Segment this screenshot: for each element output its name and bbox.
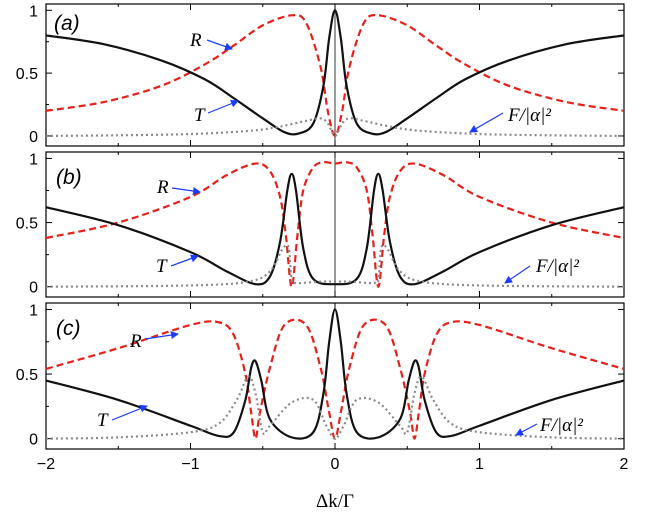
- curves: [45, 161, 625, 288]
- arrow-icon: [207, 99, 239, 114]
- annotation-T: T: [156, 254, 199, 277]
- arrow-icon: [515, 423, 538, 436]
- series-R-line: [45, 14, 625, 138]
- annotation-T: T: [97, 404, 148, 431]
- annotation-R: R: [156, 177, 201, 198]
- y-tick-label: 1: [29, 3, 38, 20]
- series-T-line: [45, 9, 625, 136]
- arrow-icon: [144, 331, 179, 340]
- annotation-F: F/|α|²: [504, 256, 579, 284]
- annotation-label: F/|α|²: [539, 415, 583, 436]
- annotation-label: R: [189, 30, 202, 51]
- panel-label: (b): [56, 166, 82, 189]
- series-T-line: [45, 308, 625, 440]
- annotation-label: T: [97, 410, 109, 431]
- annotation-R: R: [189, 30, 233, 51]
- ticks: 00.51: [16, 302, 625, 449]
- x-tick-label: −1: [181, 456, 199, 473]
- curves: [45, 9, 625, 138]
- x-tick-label: 2: [620, 456, 629, 473]
- arrow-icon: [504, 265, 531, 284]
- ticks: 00.51: [16, 3, 625, 146]
- annotation-label: T: [194, 105, 206, 126]
- plot-frame: [45, 302, 625, 450]
- curves: [45, 308, 625, 440]
- panel-a: 00.51 (a) R T F/|α|²: [16, 3, 625, 147]
- annotation-label: T: [156, 256, 168, 277]
- y-tick-label: 0.5: [16, 367, 38, 384]
- annotation-label: F/|α|²: [507, 105, 551, 126]
- annotation-T: T: [194, 99, 239, 126]
- arrow-icon: [206, 39, 233, 51]
- y-tick-label: 1: [29, 151, 38, 168]
- annotation-F: F/|α|²: [469, 105, 551, 133]
- y-tick-label: 0.5: [16, 66, 38, 83]
- arrow-icon: [171, 187, 201, 195]
- x-axis-label: Δk/Γ: [316, 491, 354, 512]
- x-tick-label: −2: [37, 456, 55, 473]
- y-tick-label: 0: [29, 432, 38, 449]
- y-tick-label: 1: [29, 302, 38, 319]
- annotation-F: F/|α|²: [515, 415, 583, 436]
- series-R-line: [45, 161, 625, 288]
- y-tick-label: 0.5: [16, 216, 38, 233]
- annotation-label: F/|α|²: [535, 256, 579, 277]
- arrow-icon: [111, 404, 148, 421]
- ticks: 00.51: [16, 151, 625, 297]
- x-tick-labels: −2 −1 0 1 2: [37, 456, 629, 473]
- y-tick-label: 0: [29, 280, 38, 297]
- series-F-line: [45, 243, 625, 288]
- annotation-label: R: [129, 331, 142, 352]
- x-tick-label: 1: [475, 456, 484, 473]
- panel-label: (a): [54, 12, 80, 35]
- x-tick-label: 0: [331, 456, 340, 473]
- annotation-label: R: [156, 177, 169, 198]
- series-T-line: [45, 172, 625, 286]
- arrow-icon: [170, 254, 199, 267]
- series-F-line: [45, 117, 625, 138]
- arrow-icon: [469, 112, 504, 133]
- series-F-line: [45, 375, 625, 440]
- annotation-R: R: [129, 331, 179, 352]
- panel-label: (c): [56, 317, 81, 340]
- panel-b: 00.51 (b) R T F/|α|²: [16, 151, 625, 298]
- y-tick-label: 0: [29, 129, 38, 146]
